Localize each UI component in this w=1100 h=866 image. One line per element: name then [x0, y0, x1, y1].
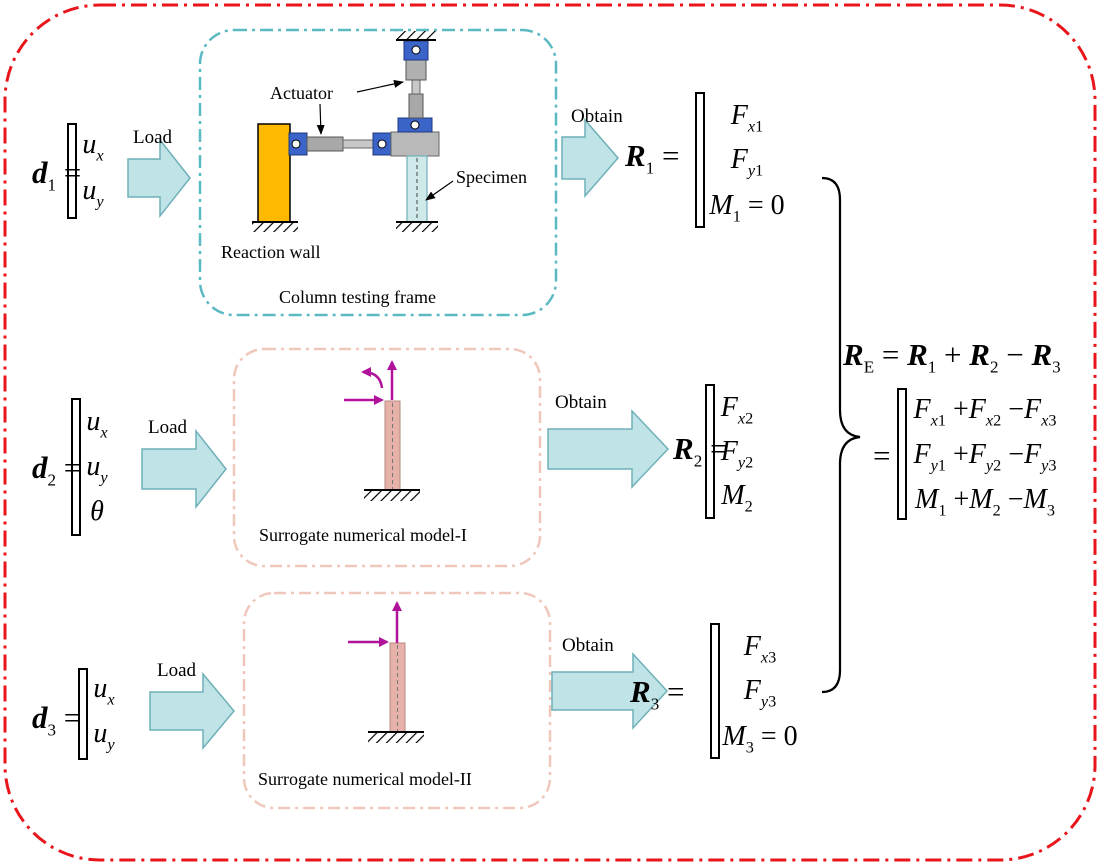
obtain-label-1: Obtain: [571, 106, 623, 127]
surrogate-model-1-box: [232, 347, 542, 568]
surrogate-model-2-box: [242, 591, 552, 810]
d3-symbol: d3 =: [32, 700, 82, 740]
obtain-arrow-2: [547, 409, 670, 489]
surrogate-model-1-caption: Surrogate numerical model-I: [259, 525, 467, 545]
load-label-3: Load: [157, 660, 197, 681]
d1-vector: ux uy: [67, 123, 119, 219]
obtain-label-2: Obtain: [555, 392, 607, 413]
load-label-1: Load: [133, 127, 173, 148]
d3-vector: ux uy: [78, 668, 130, 760]
load-arrow-3: [149, 671, 235, 751]
surrogate-model-1-illustration: [344, 360, 420, 501]
combine-brace: [821, 176, 861, 694]
testing-frame-caption: Column testing frame: [279, 287, 436, 307]
combination-vector: Fx1 +Fx2 −Fx3 Fy1 +Fy2 −Fy3 M1 +M2 −M3: [897, 388, 1073, 520]
obtain-arrow-3: [551, 652, 669, 730]
r2-vector: Fx2 Fy2 M2: [705, 384, 769, 519]
load-arrow-1: [127, 137, 191, 219]
specimen-label: Specimen: [456, 167, 527, 187]
obtain-label-3: Obtain: [562, 635, 614, 656]
outer-frame: [3, 3, 1097, 862]
d2-vector: ux uy θ: [71, 398, 123, 536]
load-arrow-2: [141, 428, 227, 510]
actuator: [306, 136, 344, 152]
combination-equation: RE = R1 + R2 − R3: [843, 337, 1061, 377]
r3-vector: Fx3 Fy3 M3 = 0: [710, 623, 810, 759]
surrogate-model-2-illustration: [348, 601, 424, 743]
actuator-label: Actuator: [270, 83, 333, 103]
r3-symbol: R3 =: [630, 674, 685, 714]
testing-frame-box: [198, 28, 558, 317]
surrogate-model-2-caption: Surrogate numerical model-II: [258, 769, 472, 789]
r1-vector: Fx1 Fy1 M1 = 0: [695, 92, 799, 228]
reaction-wall-label: Reaction wall: [221, 242, 321, 262]
combination-equals: =: [873, 438, 891, 473]
obtain-arrow-1: [561, 117, 619, 199]
reaction-wall: [257, 123, 291, 223]
load-label-2: Load: [148, 417, 188, 438]
r1-symbol: R1 =: [625, 138, 680, 178]
column-testing-illustration: [252, 31, 454, 232]
